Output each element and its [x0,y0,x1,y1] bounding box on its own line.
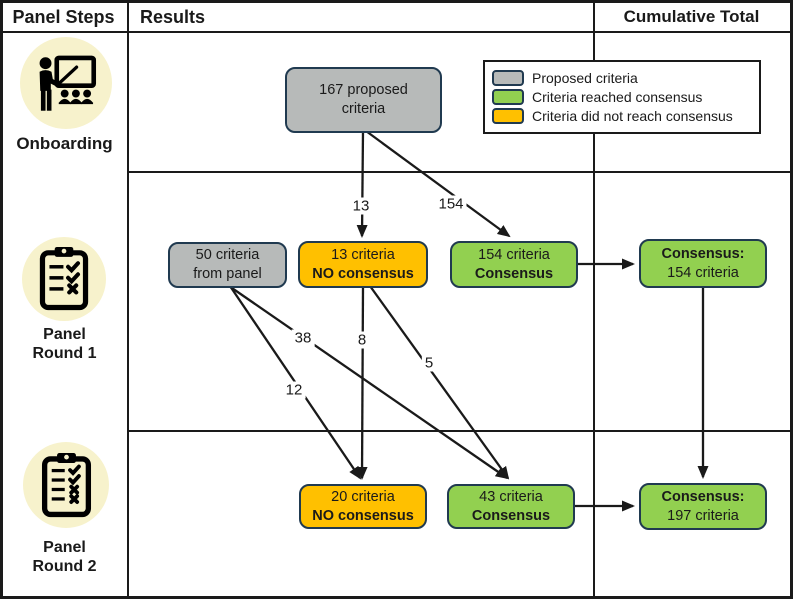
legend-swatch-consensus [492,89,524,105]
step-label-onboarding: Onboarding [16,134,113,153]
node-no-consensus-20: 20 criteria NO consensus [299,484,427,529]
presentation-training-icon [39,55,97,111]
clipboard-checklist-icon [39,247,89,311]
header-divider [0,31,793,33]
node-no-consensus-13: 13 criteria NO consensus [298,241,428,288]
legend-swatch-no-consensus [492,108,524,124]
arrow-50-to-43 [228,285,509,480]
step-icon-circle [22,237,106,321]
node-proposed-167: 167 proposed criteria [285,67,442,133]
legend-swatch-proposed [492,70,524,86]
flow-count-label: 13 [349,197,373,215]
node-panel-50: 50 criteria from panel [168,242,287,288]
column-divider-panel-steps [127,0,129,599]
row-divider-2 [127,430,793,432]
node-consensus-43: 43 criteria Consensus [447,484,575,529]
node-cumulative-consensus-197: Consensus: 197 criteria [639,483,767,530]
column-header-results: Results [140,7,206,27]
legend-item-consensus: Criteria reached consensus [492,89,752,105]
column-header-panel-steps: Panel Steps [12,7,115,27]
flow-count-label: 154 [435,195,467,213]
legend-item-no-consensus: Criteria did not reach consensus [492,108,752,124]
node-cumulative-consensus-154: Consensus: 154 criteria [639,239,767,288]
node-consensus-154: 154 criteria Consensus [450,241,578,288]
arrow-13-to-20 [356,285,368,480]
legend: Proposed criteria Criteria reached conse… [483,60,761,134]
flow-count-label: 8 [354,331,370,349]
step-label-panel-round-1: Panel Round 1 [32,326,97,362]
clipboard-checklist-icon [41,452,91,517]
row-divider-1 [127,171,793,173]
flow-count-label: 38 [291,329,315,347]
flow-count-label: 12 [282,381,306,399]
flow-count-label: 5 [421,354,437,372]
step-icon-circle [23,442,109,528]
legend-item-proposed: Proposed criteria [492,70,752,86]
arrow-13-to-43 [369,285,510,480]
arrow-167-to-13 [356,130,368,238]
step-label-panel-round-2: Panel Round 2 [32,539,97,575]
step-icon-circle [20,37,112,129]
column-divider-cumulative [593,0,595,599]
column-header-cumulative-total: Cumulative Total [623,7,760,26]
arrow-167-to-154 [365,130,511,238]
